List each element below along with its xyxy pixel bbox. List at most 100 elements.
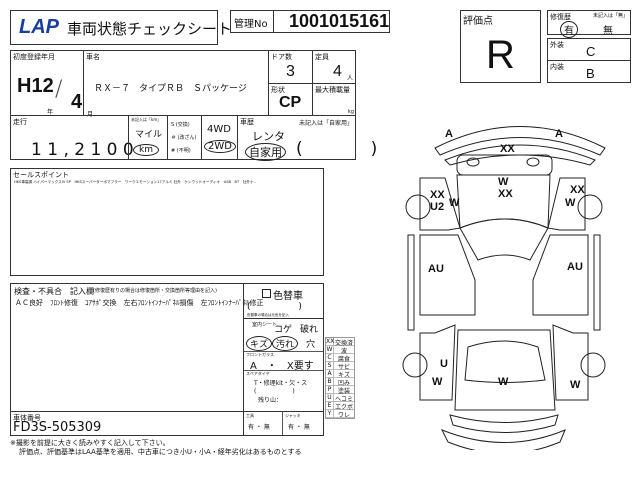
drive-cell: 4WD 2WD [201,115,238,160]
tools-value: 有 ・ 無 [248,424,270,431]
legend-code: B [326,378,334,385]
title-box: LAP 車両状態チェックシート [10,10,232,45]
damage-mark: A [445,128,453,140]
damage-mark: AU [428,263,444,275]
exterior-grade: C [586,44,596,59]
jack-value: 有 ・ 無 [288,424,310,431]
legend-meaning: 交換済 [334,340,353,347]
repair-no: 無 [603,26,613,37]
exterior-label: 外装 [550,41,564,49]
spare-value: T・修理kit・欠・ス [254,380,308,387]
doors-label: ドア数 [271,53,292,61]
legend-code: Y [326,410,334,417]
seat-tear: 破れ [300,325,319,335]
sales-point-box: セールスポイント HKS車高調 ハイパーマックスIV SP HKSスーパーターボ… [10,168,324,276]
repair-history-box: 修復歴 未記入は「無」 有 無 [547,10,631,38]
load-cell: 最大積載量 kg [312,83,356,116]
legend-code: XX [326,338,335,345]
unit-note: 未記入は「km」 [131,117,162,122]
spare-label: スペアタイヤ [246,371,270,376]
seat-stain: 汚れ [272,336,299,351]
sales-label: セールスポイント [13,171,69,179]
management-number-box: 管理No 1001015161 [230,10,390,33]
year-unit: 年 [47,109,54,116]
seat-label: 室内シート [252,322,278,328]
odo-tampered: ＃ (改ざん) [171,135,197,141]
load-label: 最大積載量 [315,86,350,94]
history-other: ( ) [296,139,378,159]
damage-mark: U2 [430,201,444,213]
legend-meaning: ワレ [337,412,350,419]
color-change-paren: ( ) [247,302,302,312]
spare-paren: ( ) [254,388,295,395]
legend-code: U [326,394,334,401]
damage-mark: W [498,376,509,388]
repair-label: 修復歴 [550,13,571,21]
lap-logo: LAP [19,16,59,38]
history-rental: レンタ [252,130,285,143]
seat-hole: 穴 [306,340,316,350]
color-change-checkbox[interactable] [262,289,271,298]
grade-box: 評価点 R [460,10,541,83]
left-door [419,234,476,316]
reg-label: 初度登録年月 [13,53,55,61]
legend-code: A [326,370,334,377]
damage-mark: XX [430,189,445,201]
sheet-title: 車両状態チェックシート [67,20,233,38]
unit-mile: マイル [135,130,163,140]
car-name-label: 車名 [86,53,100,61]
tread-label: 残り山： [258,397,283,404]
front-right-wheel [580,352,606,378]
odo-unknown: # (不明) [171,148,191,154]
front-left-wheel [402,352,428,378]
mileage-label: 走行 [13,118,27,126]
legend-meaning: キズ [337,372,350,379]
month-unit: 月 [87,111,94,118]
right-door [532,234,589,316]
odo-replaced: S (交換) [171,122,190,128]
drive-4wd: 4WD [207,124,231,135]
capacity-unit: 人 [347,75,354,82]
rear-left-wheel [405,194,431,220]
tools-label: 工具 [246,413,254,418]
history-note: 未記入は「自家用」 [298,120,353,127]
legend-code: W [326,346,334,353]
chassis-number: FD3S-505309 [13,420,102,435]
interior-grade: B [586,66,595,81]
capacity-cell: 定員 4 人 [312,50,356,84]
legend-meaning: ヘコミ [334,396,353,403]
doors: 3 [286,63,295,80]
legend-code: P [326,386,334,393]
shape-label: 形状 [271,86,285,94]
sales-text: HKS車高調 ハイパーマックスIV SP HKSスーパーターボマフラー ワークエ… [14,180,256,184]
legend-meaning: エクボ [334,404,353,411]
inspection-text: ＡＣ良好 ﾌﾛﾝﾄ修復 ｺｱｻﾎﾟ交換 左右ﾌﾛﾝﾄｲﾝﾅｰﾊﾟﾈﾙ損傷 左ﾌﾛ… [15,299,264,307]
mgmt-label: 管理No [234,19,268,30]
repair-note: 未記入は「無」 [592,13,628,19]
footer-line-1: ※撮影を前提に大きく読みやすく記入して下さい。 [10,439,170,447]
hood [454,329,556,411]
damage-mark: W [565,197,576,209]
registration-cell: 初度登録年月 H12 / 年 4 月 [10,50,93,118]
grade-value: R [486,33,515,77]
front-bumper [440,429,566,450]
inspection-note: (修復歴有りの場合は修復箇所・交換箇所等理由を記入) [93,288,217,294]
chassis-label: 車体番号 [13,414,41,422]
color-change-box: 色替車 ( ) 色替車の場合は元色を記入 [243,283,324,319]
seat-scratch: キズ [246,336,273,351]
rear-bumper [434,126,606,156]
interior-condition-box: 室内シート コゲ 破れ キズ 汚れ 穴 フロントガラス A ・ X要す スペアタ… [243,318,324,412]
seat-burn: コゲ [274,325,293,335]
legend-meaning: 塗装 [337,388,350,395]
drive-2wd: 2WD [204,140,236,153]
interior-label: 内装 [550,63,564,71]
damage-mark: W [432,376,443,388]
